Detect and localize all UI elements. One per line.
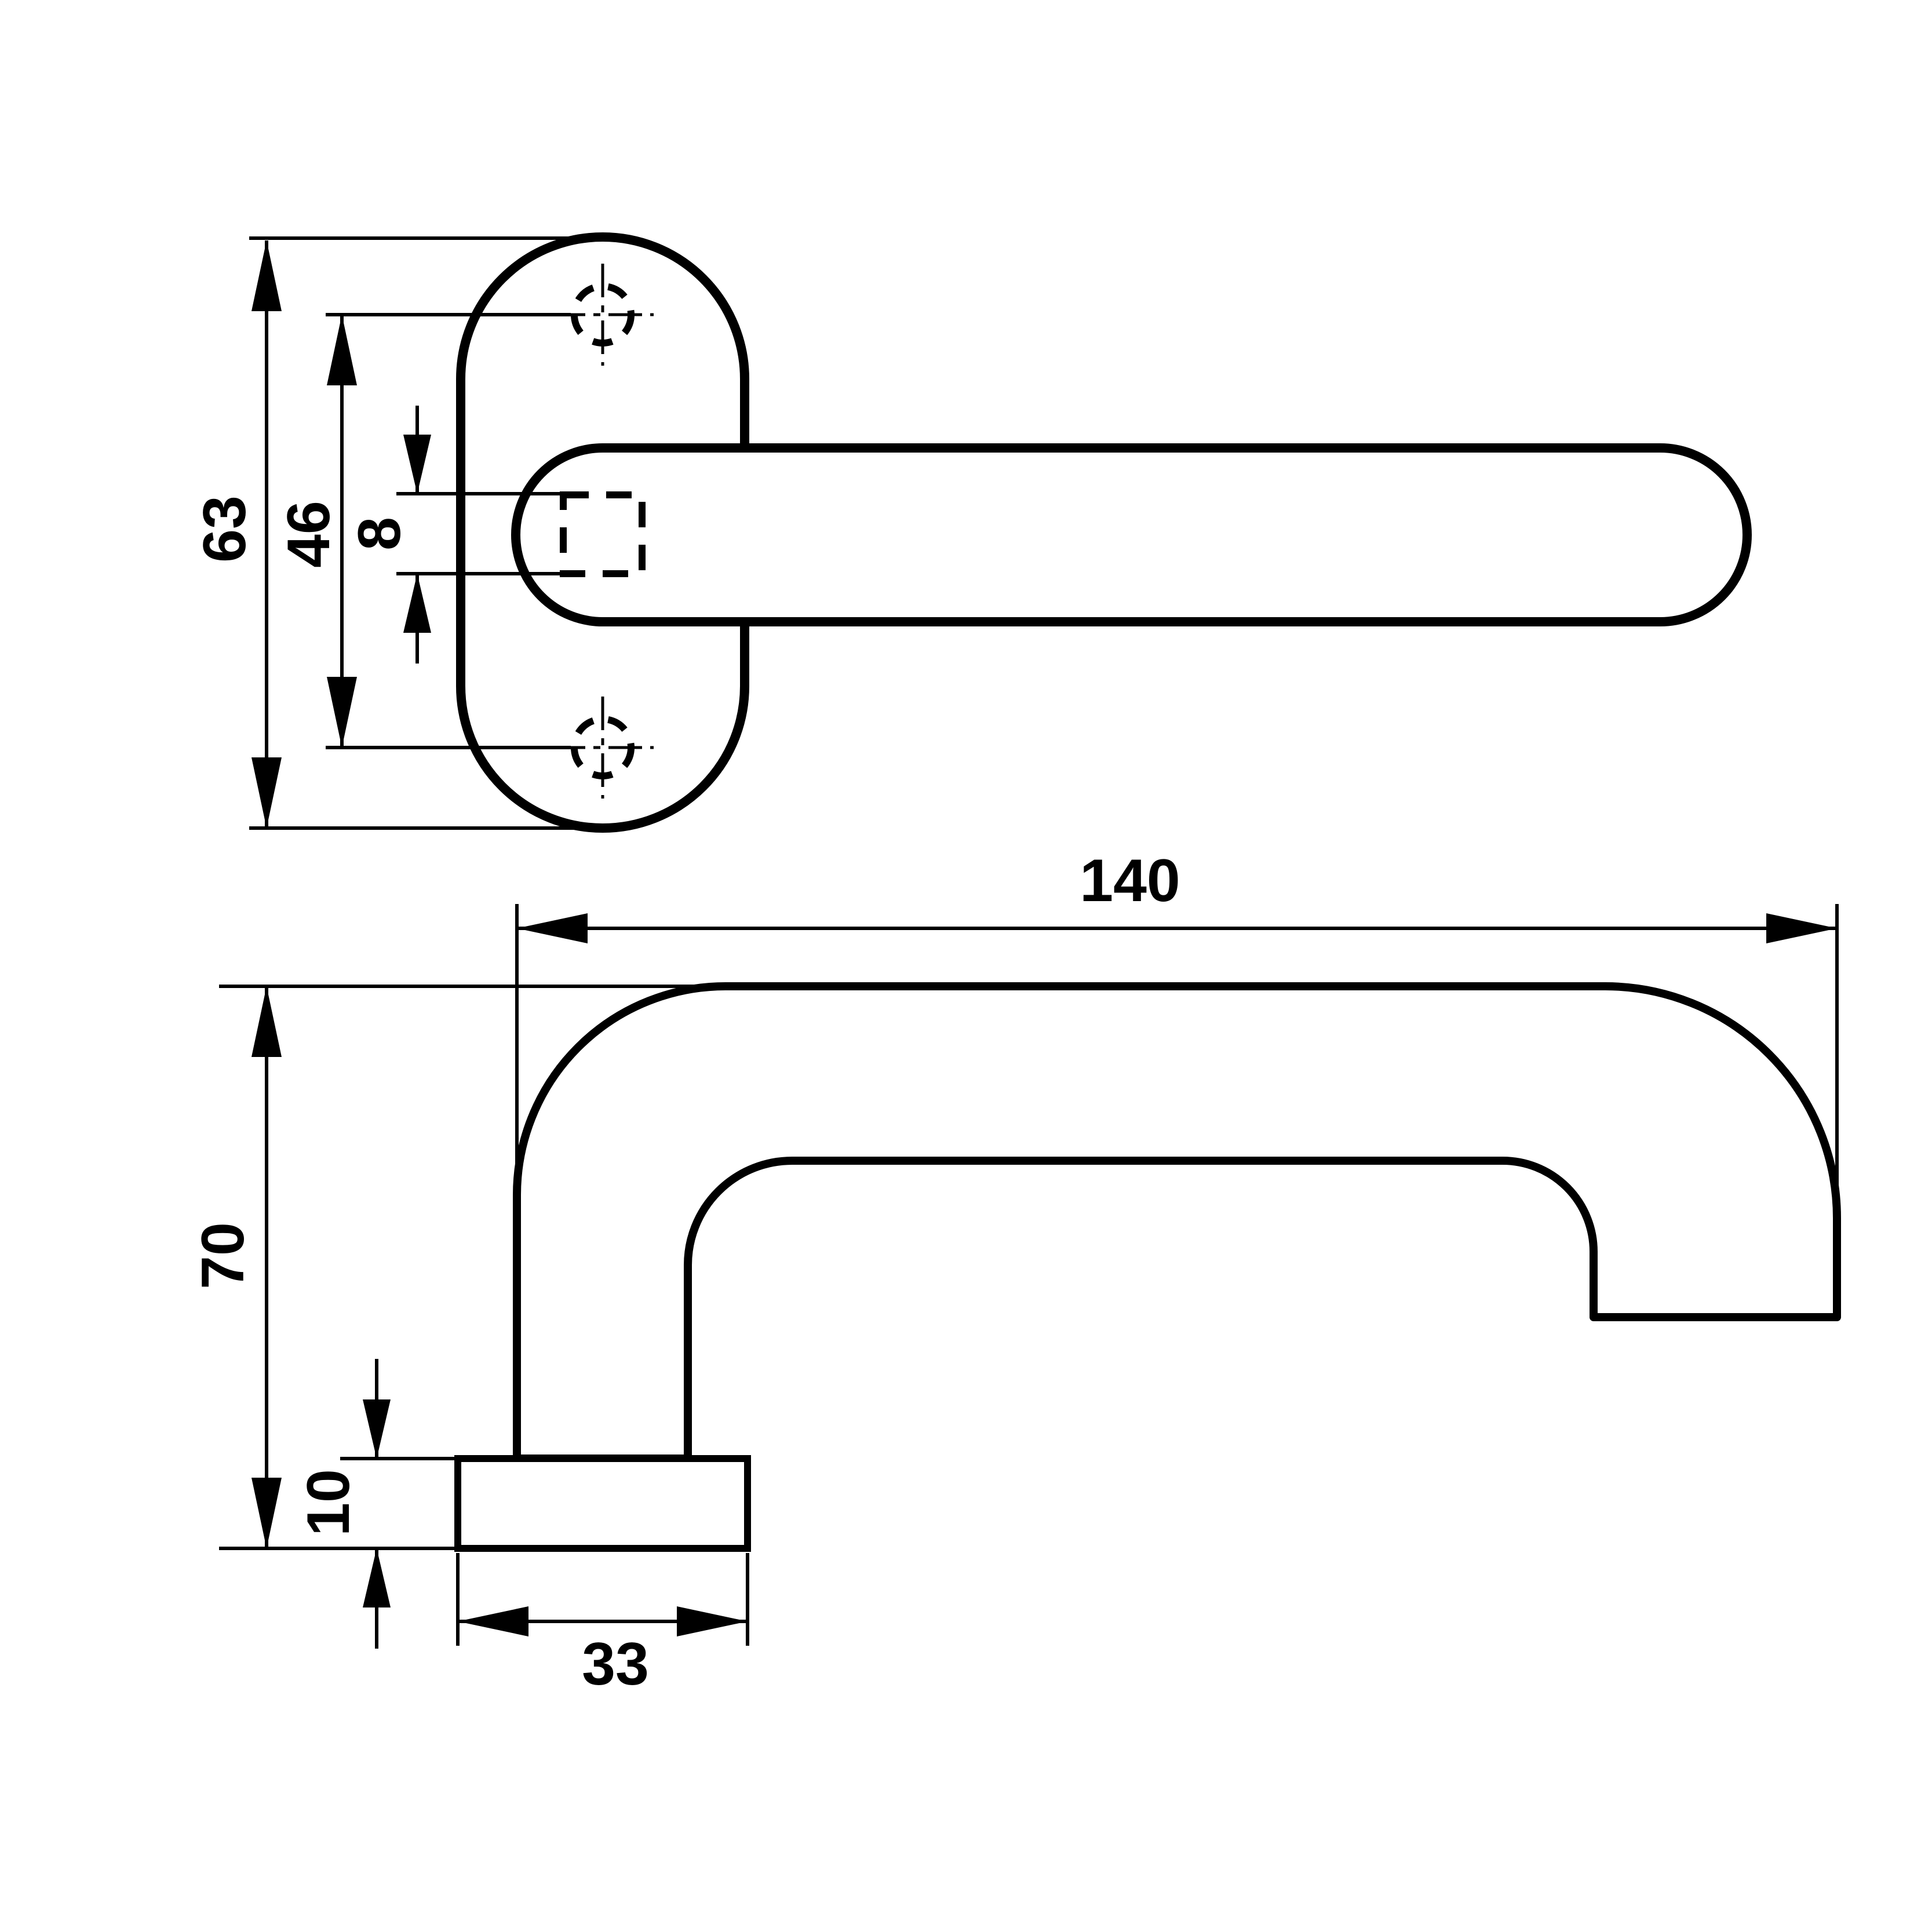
dim-label-63: 63 — [191, 495, 258, 563]
dim-140: 140 — [515, 847, 1839, 1223]
dim-46-arrow-down — [327, 677, 357, 748]
dim-label-33: 33 — [582, 1631, 649, 1698]
dim-63: 63 — [191, 236, 597, 830]
dim-10-arrow-down — [363, 1399, 391, 1459]
dim-46-arrow-up — [327, 315, 357, 385]
dim-8: 8 — [346, 406, 563, 664]
dim-label-8: 8 — [346, 517, 413, 551]
front-view — [456, 232, 1752, 833]
dim-140-arrow-left — [517, 913, 588, 943]
rosette-profile-outline — [454, 1455, 751, 1552]
dim-8-arrow-up — [403, 574, 431, 633]
dim-63-arrow-down — [251, 757, 282, 828]
dim-70: 70 — [189, 985, 736, 1550]
dim-label-70: 70 — [189, 1222, 257, 1289]
dim-label-140: 140 — [1080, 847, 1180, 914]
dim-70-arrow-up — [251, 986, 282, 1057]
dim-33-arrow-right — [677, 1606, 748, 1636]
dim-63-arrow-up — [251, 240, 282, 311]
dim-46: 46 — [275, 313, 571, 749]
lever-outline — [511, 443, 1752, 626]
handle-profile-outline — [513, 982, 1841, 1463]
dim-8-arrow-down — [403, 435, 431, 494]
spindle-square — [560, 491, 646, 577]
dim-70-arrow-down — [251, 1478, 282, 1548]
side-view — [454, 982, 1841, 1552]
dim-140-arrow-right — [1766, 913, 1837, 943]
dim-label-10: 10 — [295, 1469, 362, 1536]
dim-10: 10 — [295, 1359, 458, 1649]
dim-label-46: 46 — [275, 501, 342, 568]
dim-33: 33 — [456, 1553, 749, 1698]
dim-33-arrow-left — [458, 1606, 528, 1636]
dim-10-arrow-up — [363, 1548, 391, 1607]
